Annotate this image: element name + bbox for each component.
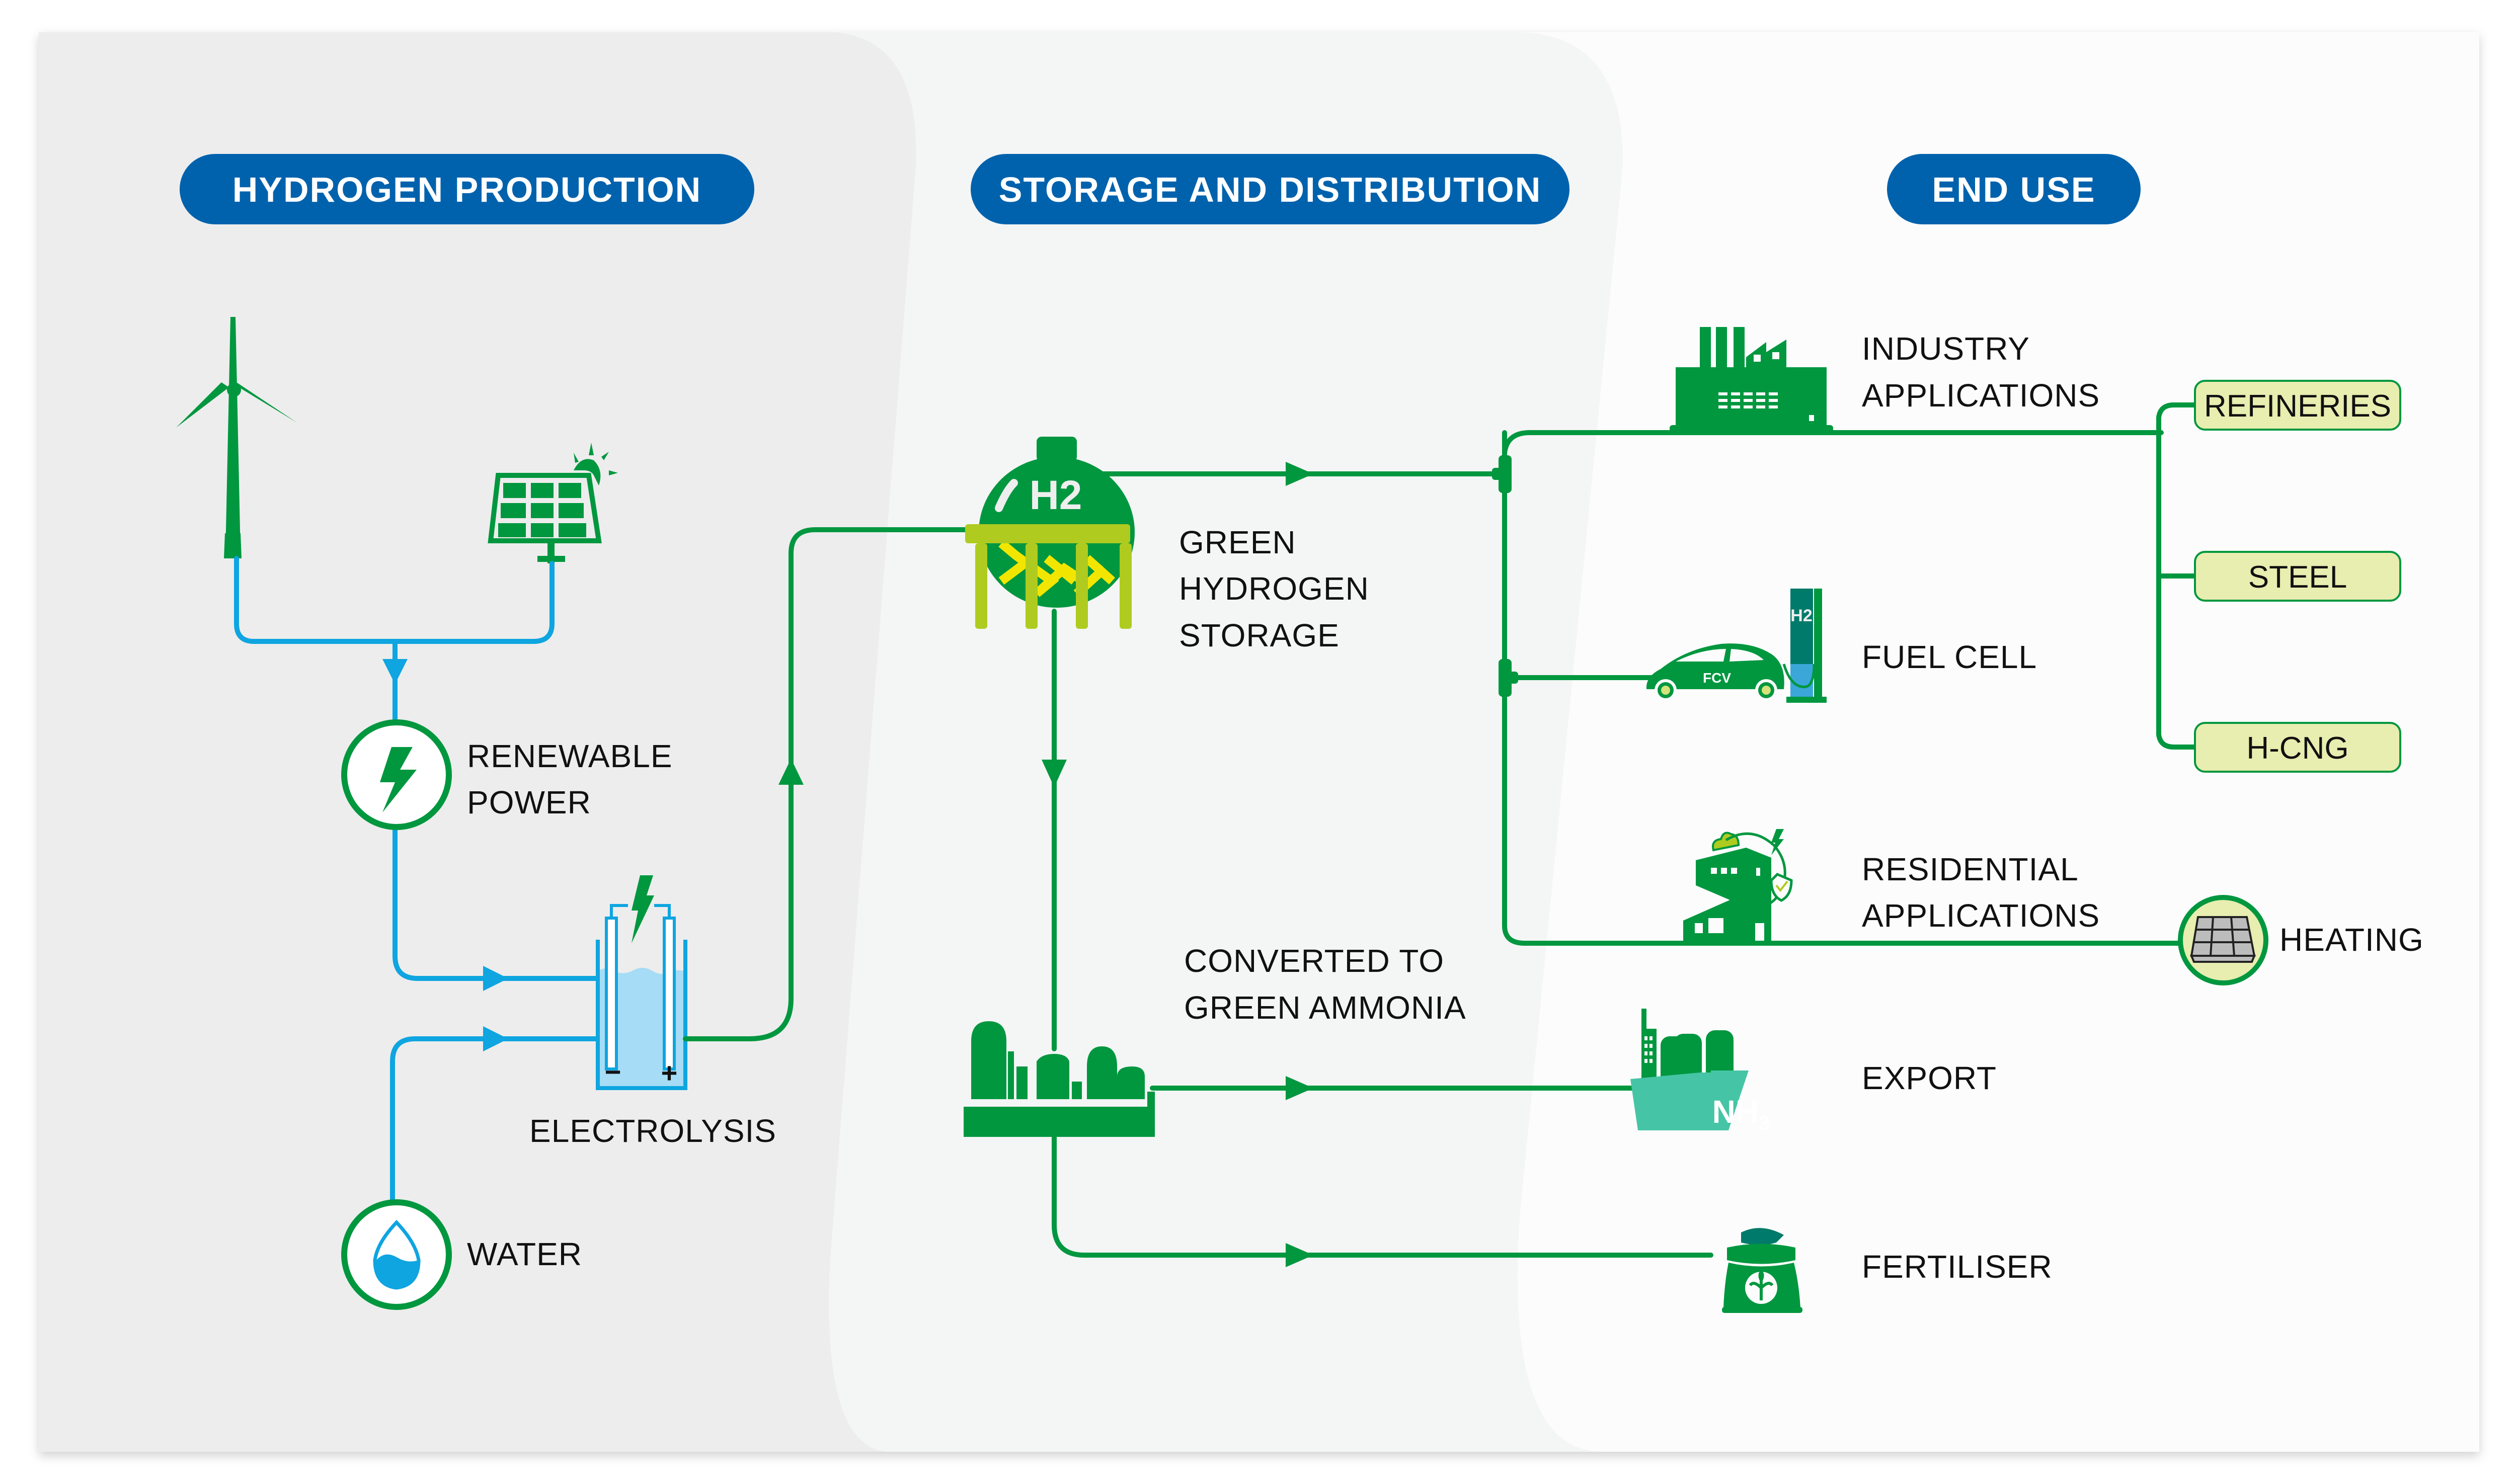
ammonia-label-line1: CONVERTED TO [1184, 943, 1444, 979]
flow-line-electrolysis-to-storage [683, 527, 974, 1041]
section-title: STORAGE AND DISTRIBUTION [999, 170, 1542, 209]
storage-label-line3: STORAGE [1179, 617, 1340, 653]
arrow-icon [1286, 1076, 1313, 1100]
industry-label-line1: INDUSTRY [1862, 331, 2030, 367]
anode-plus-sign: + [661, 1057, 678, 1089]
arrow-icon [483, 966, 508, 991]
pipe-fitting-icon [1492, 455, 1518, 697]
section-title: HYDROGEN PRODUCTION [232, 170, 701, 209]
hydrogen-tank-icon: H2 [965, 437, 1135, 629]
industry-tag-h-cng: H-CNG [2194, 722, 2401, 773]
flow-line-distribution-trunk-vertical [1502, 450, 2181, 946]
flow-line-industry-tags [2156, 402, 2202, 750]
tag-label: REFINERIES [2204, 389, 2391, 424]
fertiliser-bag-icon [1722, 1228, 1802, 1313]
arrow-icon [1042, 760, 1067, 787]
ship-label-sub: 3 [1759, 1112, 1770, 1134]
arrow-icon [1286, 1243, 1313, 1267]
ammonia-ship-icon: NH3 [1630, 1009, 1770, 1134]
fuel-cell-car-icon: FCV H2 [1646, 589, 1827, 703]
tag-label: H-CNG [2246, 731, 2348, 766]
arrow-icon [778, 759, 804, 785]
tag-label: STEEL [2248, 560, 2347, 595]
residential-label-line2: APPLICATIONS [1862, 897, 2100, 934]
section-title: END USE [1932, 170, 2095, 209]
renewable-power-label-line1: RENEWABLE [467, 738, 673, 774]
fuel-cell-label: FUEL CELL [1862, 639, 2037, 675]
storage-label-line1: GREEN [1179, 524, 1296, 560]
cathode-minus-sign: − [605, 1056, 621, 1088]
tank-badge: H2 [1030, 472, 1082, 518]
flow-line-ammonia-to-fertiliser [1052, 1134, 1713, 1258]
factory-icon [1670, 327, 1833, 432]
residential-label-line1: RESIDENTIAL [1862, 851, 2079, 887]
export-label: EXPORT [1862, 1060, 1997, 1096]
house-icon [1683, 829, 1793, 943]
water-label: WATER [467, 1236, 582, 1272]
section-pill-storage: STORAGE AND DISTRIBUTION [971, 154, 1569, 224]
industry-tag-refineries: REFINERIES [2194, 380, 2401, 431]
electrolysis-label: ELECTROLYSIS [529, 1113, 776, 1149]
section-pill-production: HYDROGEN PRODUCTION [180, 154, 754, 224]
ammonia-label-line2: GREEN AMMONIA [1184, 990, 1466, 1026]
section-pill-end-use: END USE [1887, 154, 2141, 224]
water-node [341, 1199, 452, 1310]
heating-label: HEATING [2279, 922, 2424, 958]
industry-tag-steel: STEEL [2194, 551, 2401, 602]
heating-node [2178, 895, 2268, 985]
arrow-icon [483, 1026, 508, 1051]
water-drop-icon [373, 1219, 421, 1290]
arrow-icon [1286, 462, 1313, 486]
storage-label-line2: HYDROGEN [1179, 570, 1369, 607]
lightning-bolt-icon [632, 875, 654, 943]
electrolysis-cell-icon: − + [596, 875, 687, 1090]
car-label: FCV [1703, 670, 1731, 686]
ship-label-nh: NH [1712, 1094, 1759, 1130]
pump-label: H2 [1790, 606, 1812, 625]
flow-line-power-to-electrolysis [392, 825, 601, 981]
production-panel-bg [39, 32, 916, 1452]
solar-panel-icon [488, 443, 618, 563]
arrow-icon [382, 659, 408, 684]
renewable-power-node [341, 719, 452, 830]
ship-label: NH3 [1712, 1094, 1770, 1134]
fertiliser-label: FERTILISER [1862, 1249, 2053, 1285]
flow-line-water-to-electrolysis [390, 1036, 601, 1205]
flow-line-wind-to-power [234, 556, 555, 644]
lightning-bolt-icon [380, 747, 417, 812]
wind-turbine-icon [176, 317, 297, 558]
renewable-power-label-line2: POWER [467, 784, 591, 820]
storage-panel-bg [804, 32, 1623, 1452]
ammonia-plant-icon [964, 1021, 1155, 1137]
heating-panel-icon [2190, 916, 2256, 963]
industry-label-line2: APPLICATIONS [1862, 377, 2100, 414]
